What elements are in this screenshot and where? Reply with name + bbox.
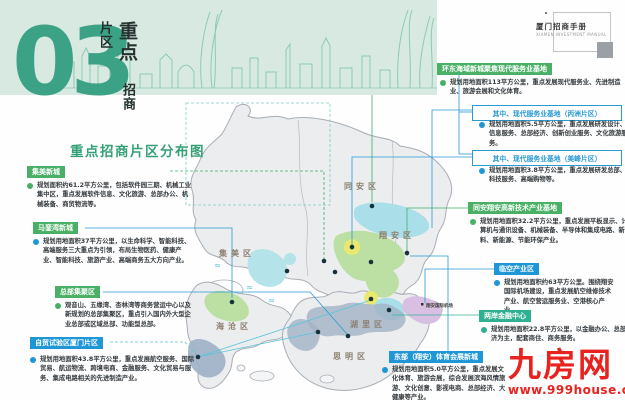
section-body-text: 规划用地面积5.5平方公里，重点发展研发设计、信息服务、总部经济、创新创业服务、… bbox=[489, 121, 625, 147]
manual-badge-frame bbox=[553, 12, 611, 52]
section-header-jimei-newtown: 集美新城 bbox=[27, 166, 65, 178]
dashed-region-box bbox=[185, 102, 331, 206]
district-label-siming: 思明区 bbox=[333, 352, 369, 361]
section-header-huandong-bay: 环东海域新城聚焦现代服务业基地 bbox=[437, 63, 552, 75]
district-label-huli: 湖里区 bbox=[350, 319, 386, 329]
airport-label: 翔安国际机场 bbox=[425, 302, 453, 309]
logo-wordmark: 九房网 bbox=[508, 345, 613, 384]
section-body: 观音山、五缘湾、杏林湾等商务营运中心以及新规划的总部集聚区，重点引入国内外大型企… bbox=[55, 301, 197, 329]
wave-icon: ≈ bbox=[268, 296, 275, 305]
bullet-icon bbox=[494, 279, 500, 286]
section-body-text: 规划用地面积43.8平方公里，重点发展航空服务、国际贸易、航运物流、跨境电商、金… bbox=[40, 356, 195, 382]
bullet-icon bbox=[382, 366, 388, 373]
section-body: 规划用地面积43.8平方公里，重点发展航空服务、国际贸易、航运物流、跨境电商、金… bbox=[30, 355, 196, 383]
map-title: 重点招商片区分布图 bbox=[70, 144, 205, 160]
planning-zones bbox=[188, 202, 442, 378]
section-body: 规划用地面积113平方公里，重点发展现代服务业、先进制造业、旅游会展和文化体育。 bbox=[440, 78, 625, 97]
wave-icon: ≈ bbox=[214, 261, 221, 270]
section-body-text: 规划面积约61.2平方公里，包括软件园三期、机械工业集中区，重点发展软件信息、文… bbox=[37, 182, 192, 208]
section-header-airport-industry: 临空产业区 bbox=[494, 263, 539, 275]
section-body-text: 规划用地面积113平方公里，重点发展现代服务业、先进制造业、旅游会展和文化体育。 bbox=[450, 79, 621, 96]
section-header-hightech-base: 同安翔安高新技术产业基地 bbox=[468, 202, 562, 214]
manual-title: 厦门招商手册 bbox=[536, 22, 587, 31]
district-label-jimei: 集美区 bbox=[218, 248, 255, 258]
chapter-banner bbox=[0, 0, 437, 95]
district-label-haicang: 海沧区 bbox=[216, 321, 252, 331]
section-body-text: 规划用地面积5.0平方公里，重点发展文化体育、旅游会展，综合发展滨海风情旅游、文… bbox=[392, 366, 506, 400]
bullet-icon bbox=[479, 121, 485, 128]
section-body-text: 规划用地面积32.2平方公里，重点发展平板显示、计算机与通讯设备、机械装备、半导… bbox=[480, 218, 625, 244]
section-body: 规划用地面积22.8平方公里，以金融办公、总部经济为主，配套商住、商务服务。 bbox=[481, 325, 625, 344]
bullet-icon bbox=[440, 79, 446, 86]
section-header-east-sports-expo: 东部（翔安）体育会展新城 bbox=[389, 351, 483, 363]
wave-icon: ≈ bbox=[246, 283, 253, 292]
bullet-icon bbox=[33, 238, 39, 245]
district-labels: 同安区 翔安区 集美区 海沧区 湖里区 思明区 翔安国际机场 bbox=[216, 181, 453, 361]
bullet-icon bbox=[30, 356, 36, 363]
chapter-number: 03 bbox=[12, 8, 136, 117]
manual-badge-square-icon bbox=[597, 42, 613, 58]
section-header-maluanwan-newtown: 马銮湾新城 bbox=[33, 222, 78, 234]
section-header-hq-cluster: 总部集聚区 bbox=[55, 286, 100, 298]
subsection-header-bingzhou: 其中、现代服务业基地（丙洲片区） bbox=[472, 105, 622, 121]
logo-url[interactable]: www.999house.com bbox=[508, 383, 625, 397]
subsection-header-meifeng: 其中、现代服务业基地（美峰片区） bbox=[472, 150, 622, 166]
manual-badge-dot-icon bbox=[545, 12, 547, 14]
district-label-tongan: 同安区 bbox=[344, 181, 380, 191]
bullet-icon bbox=[481, 326, 487, 333]
bullet-icon bbox=[55, 302, 61, 309]
section-body-text: 规划用地面积37平方公里，以生命科学、智能科技、高端服务三大重点为引领，布局生物… bbox=[43, 238, 191, 264]
section-header-cross-strait-finance: 两岸金融中心 bbox=[479, 310, 531, 322]
section-header-ftz-xiamen: 自贸试验区厦门片区 bbox=[30, 337, 103, 349]
manual-subtitle: XIAMEN INVESTMENT MANUAL bbox=[536, 32, 607, 37]
section-body-text: 规划用地面积3.8平方公里，重点发展研发总部、科技服务、高端购物等。 bbox=[489, 167, 625, 184]
site-logo: 九房网 www.999house.com bbox=[508, 348, 625, 397]
section-body: 规划用地面积5.5平方公里，重点发展研发设计、信息服务、总部经济、创新创业服务、… bbox=[479, 120, 625, 148]
chapter-title-main: 重点 bbox=[116, 21, 138, 63]
section-body: 规划用地面积5.0平方公里，重点发展文化体育、旅游会展，综合发展滨海风情旅游、文… bbox=[382, 365, 506, 400]
water-ripple-icons: ≈ ≈ ≈ bbox=[214, 261, 275, 305]
skyline-icon bbox=[40, 9, 437, 89]
section-body: 规划面积约61.2平方公里，包括软件园三期、机械工业集中区，重点发展软件信息、文… bbox=[27, 181, 193, 209]
airport-marker-icon bbox=[421, 303, 424, 306]
bullet-icon bbox=[27, 182, 33, 189]
section-body-text: 观音山、五缘湾、杏林湾等商务营运中心以及新规划的总部集聚区，重点引入国内外大型企… bbox=[65, 302, 191, 328]
section-body: 规划用地面积32.2平方公里，重点发展平板显示、计算机与通讯设备、机械装备、半导… bbox=[470, 217, 625, 245]
district-label-xiangan: 翔安区 bbox=[378, 230, 415, 240]
section-body-text: 规划用地面积22.8平方公里，以金融办公、总部经济为主，配套商住、商务服务。 bbox=[491, 326, 625, 343]
chapter-title: 重点 招商片区 bbox=[95, 21, 141, 111]
section-body: 规划用地面积37平方公里，以生命科学、智能科技、高端服务三大重点为引领，布局生物… bbox=[33, 237, 191, 265]
bullet-icon bbox=[470, 218, 476, 225]
section-body: 规划用地面积3.8平方公里，重点发展研发总部、科技服务、高端购物等。 bbox=[479, 166, 625, 185]
chapter-title-sub: 招商片区 bbox=[97, 21, 135, 111]
bullet-icon bbox=[479, 167, 485, 174]
site-dots bbox=[195, 203, 410, 360]
